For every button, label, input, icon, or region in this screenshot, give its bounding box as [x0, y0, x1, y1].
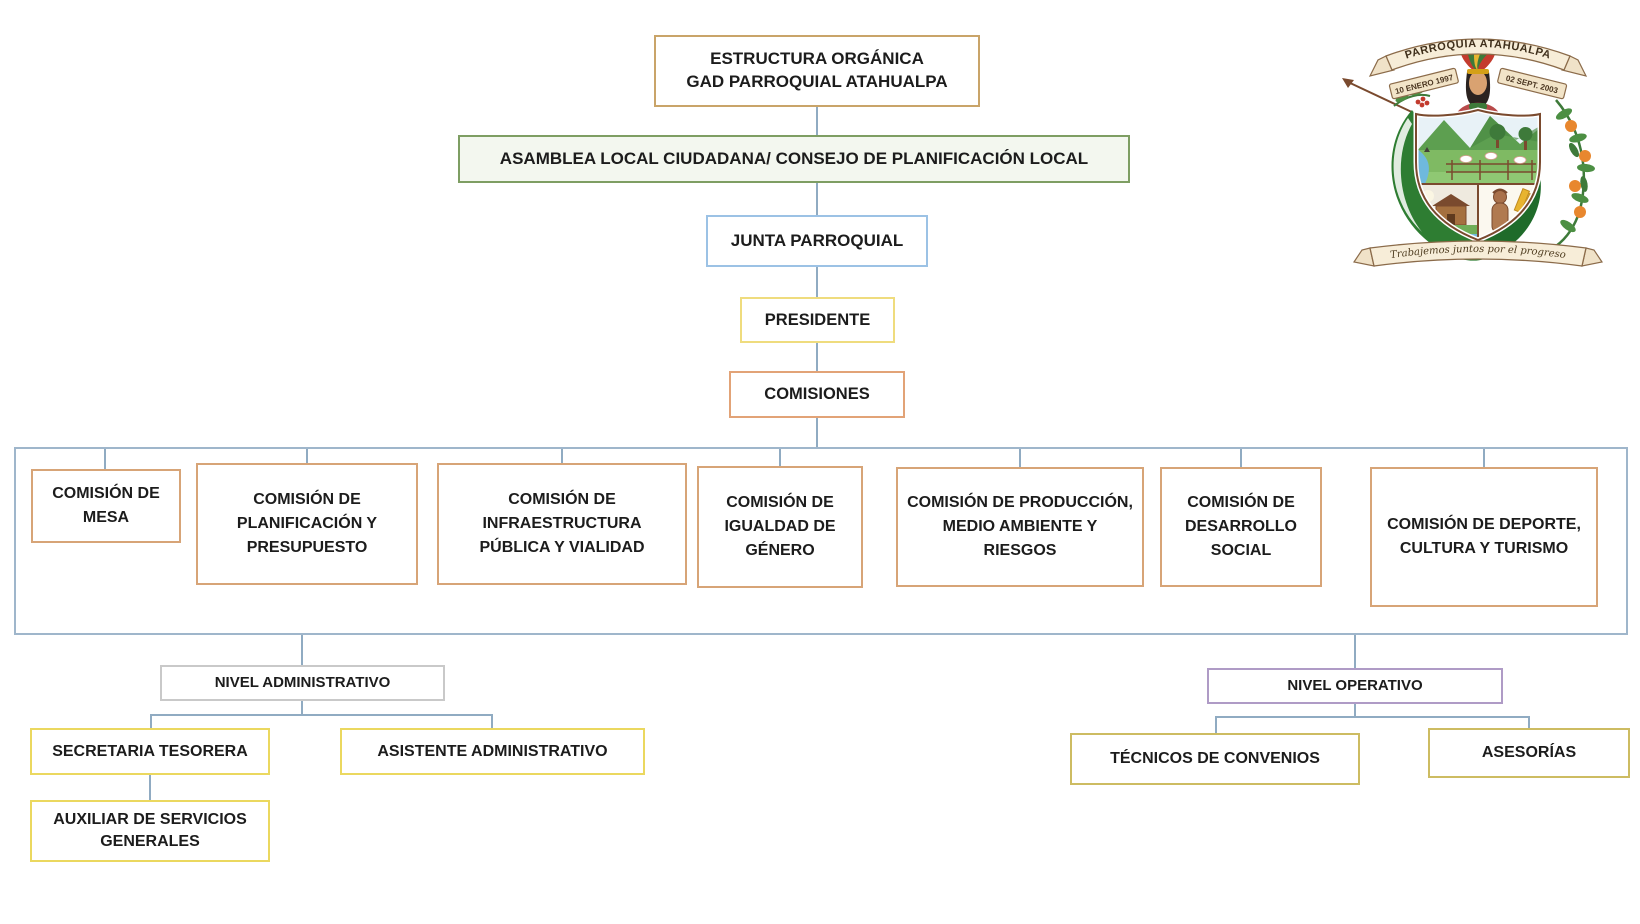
node-junta-parroquial: JUNTA PARROQUIAL	[706, 215, 928, 267]
connector	[1354, 635, 1356, 668]
connector	[779, 449, 781, 466]
connector	[150, 714, 152, 728]
connector	[1354, 704, 1356, 716]
connector	[1215, 716, 1217, 733]
commission-deporte-cultura-turismo: COMISIÓN DE DEPORTE, CULTURA Y TURISMO	[1370, 467, 1598, 607]
node-nivel-operativo: NIVEL OPERATIVO	[1207, 668, 1503, 704]
orange-branch-icon	[1555, 99, 1595, 248]
connector	[301, 635, 303, 665]
connector	[1215, 716, 1530, 718]
top-ribbon-icon: PARROQUIA ATAHUALPA	[1368, 38, 1588, 77]
connector	[306, 449, 308, 463]
connector	[1019, 449, 1021, 467]
parish-coat-of-arms: PARROQUIA ATAHUALPA 10 ENERO 1997 02 SEP…	[1328, 10, 1628, 276]
connector	[561, 449, 563, 463]
commission-igualdad-genero: COMISIÓN DE IGUALDAD DE GÉNERO	[697, 466, 863, 588]
commission-produccion-ambiente: COMISIÓN DE PRODUCCIÓN, MEDIO AMBIENTE Y…	[896, 467, 1144, 587]
connector	[491, 714, 493, 728]
connector	[150, 714, 493, 716]
connector	[104, 449, 106, 469]
node-presidente: PRESIDENTE	[740, 297, 895, 343]
node-auxiliar-servicios: AUXILIAR DE SERVICIOS GENERALES	[30, 800, 270, 862]
node-secretaria-tesorera: SECRETARIA TESORERA	[30, 728, 270, 775]
connector	[816, 267, 818, 297]
connector	[1240, 449, 1242, 467]
green-mantle-icon	[1342, 78, 1541, 261]
node-asesorias: ASESORÍAS	[1428, 728, 1630, 778]
node-tecnicos-convenios: TÉCNICOS DE CONVENIOS	[1070, 733, 1360, 785]
connector	[149, 775, 151, 800]
org-title-line2: GAD PARROQUIAL ATAHUALPA	[686, 72, 948, 91]
connector	[1528, 716, 1530, 728]
connector	[816, 343, 818, 371]
motto-ribbon-icon: Trabajemos juntos por el progreso	[1353, 240, 1603, 267]
connector	[1483, 449, 1485, 467]
node-comisiones: COMISIONES	[729, 371, 905, 418]
org-title-line1: ESTRUCTURA ORGÁNICA	[710, 49, 924, 69]
connector	[816, 183, 818, 215]
date-banner-right: 02 SEPT. 2003	[1497, 67, 1568, 100]
connector	[816, 418, 818, 447]
node-asistente-administrativo: ASISTENTE ADMINISTRATIVO	[340, 728, 645, 775]
commission-planificacion-presupuesto: COMISIÓN DE PLANIFICACIÓN Y PRESUPUESTO	[196, 463, 418, 585]
node-nivel-administrativo: NIVEL ADMINISTRATIVO	[160, 665, 445, 701]
commission-mesa: COMISIÓN DE MESA	[31, 469, 181, 543]
org-title-box: ESTRUCTURA ORGÁNICA GAD PARROQUIAL ATAHU…	[654, 35, 980, 107]
node-asamblea-local: ASAMBLEA LOCAL CIUDADANA/ CONSEJO DE PLA…	[458, 135, 1130, 183]
commission-desarrollo-social: COMISIÓN DE DESARROLLO SOCIAL	[1160, 467, 1322, 587]
commission-infraestructura-vialidad: COMISIÓN DE INFRAESTRUCTURA PÚBLICA Y VI…	[437, 463, 687, 585]
commissions-container	[14, 447, 1628, 635]
connector	[816, 107, 818, 135]
connector	[301, 701, 303, 714]
